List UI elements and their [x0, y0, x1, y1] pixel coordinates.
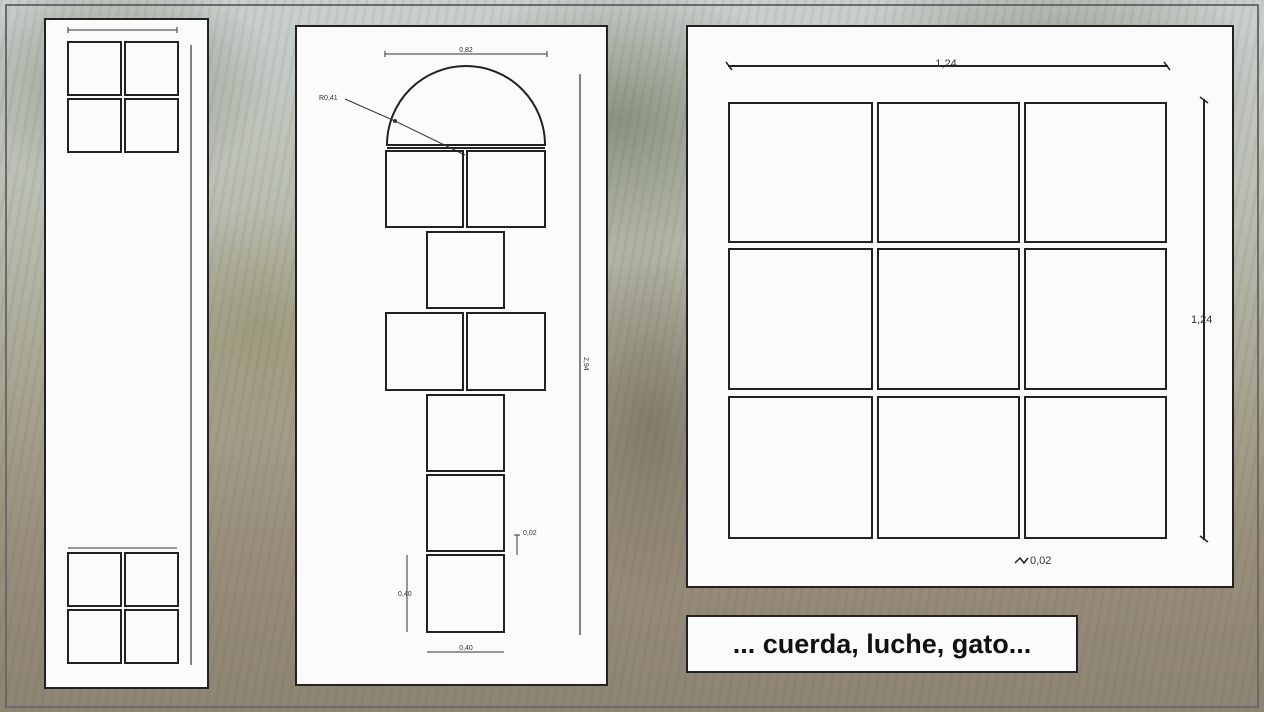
- grid-square: [67, 41, 122, 96]
- cuerda-drawing: [67, 27, 192, 665]
- gap-label: 0,02: [1030, 555, 1051, 567]
- hopscotch-squares: [385, 150, 546, 633]
- hopscotch-square: [426, 394, 505, 472]
- gato-cell: [877, 248, 1020, 390]
- top-width-label: 0,82: [459, 47, 473, 54]
- width-label: 1,24: [935, 58, 956, 70]
- gato-cell: [1024, 248, 1167, 390]
- hopscotch-square: [466, 312, 546, 391]
- gato-cell: [1024, 102, 1167, 243]
- gato-cell: [1024, 396, 1167, 539]
- square-side-label: 0,40: [398, 591, 412, 598]
- hopscotch-square: [385, 312, 464, 391]
- radius-leader: [344, 98, 396, 122]
- gap-label: 0,02: [523, 530, 537, 537]
- panel-cuerda: [44, 18, 209, 689]
- bottom-width-label: 0,40: [459, 645, 473, 652]
- caption-text: ... cuerda, luche, gato...: [732, 628, 1032, 659]
- height-label: 1,24: [1191, 314, 1212, 326]
- grid-square: [124, 552, 179, 607]
- gap-marker: [1014, 556, 1029, 565]
- hopscotch-square: [385, 150, 464, 228]
- hopscotch-square: [426, 474, 505, 552]
- grid-square: [124, 98, 179, 153]
- gato-cell: [728, 396, 873, 539]
- gato-cell: [877, 102, 1020, 243]
- panel-gato: 1,24 1,24 0,02: [686, 25, 1234, 588]
- luche-drawing: 0,82 R0,41 2,94 0,02 0,40 0,4: [319, 47, 589, 653]
- top-square-grid: [67, 41, 179, 153]
- grid-square: [67, 98, 122, 153]
- hopscotch-square: [426, 554, 505, 633]
- semicircle-end: [385, 65, 547, 146]
- gato-cell: [877, 396, 1020, 539]
- radius-label: R0,41: [319, 95, 338, 102]
- gato-cell: [728, 102, 873, 243]
- caption-box: ... cuerda, luche, gato...: [686, 615, 1078, 673]
- bottom-square-grid: [67, 552, 179, 664]
- panel-luche: 0,82 R0,41 2,94 0,02 0,40 0,4: [295, 25, 608, 686]
- hopscotch-square: [426, 231, 505, 309]
- hopscotch-square: [466, 150, 546, 228]
- grid-square: [124, 609, 179, 664]
- gato-cell: [728, 248, 873, 390]
- grid-square: [124, 41, 179, 96]
- gato-drawing: 1,24 1,24 0,02: [725, 58, 1212, 567]
- total-height-label: 2,94: [582, 357, 589, 371]
- grid-square: [67, 552, 122, 607]
- grid-square: [67, 609, 122, 664]
- gato-grid: [728, 102, 1167, 539]
